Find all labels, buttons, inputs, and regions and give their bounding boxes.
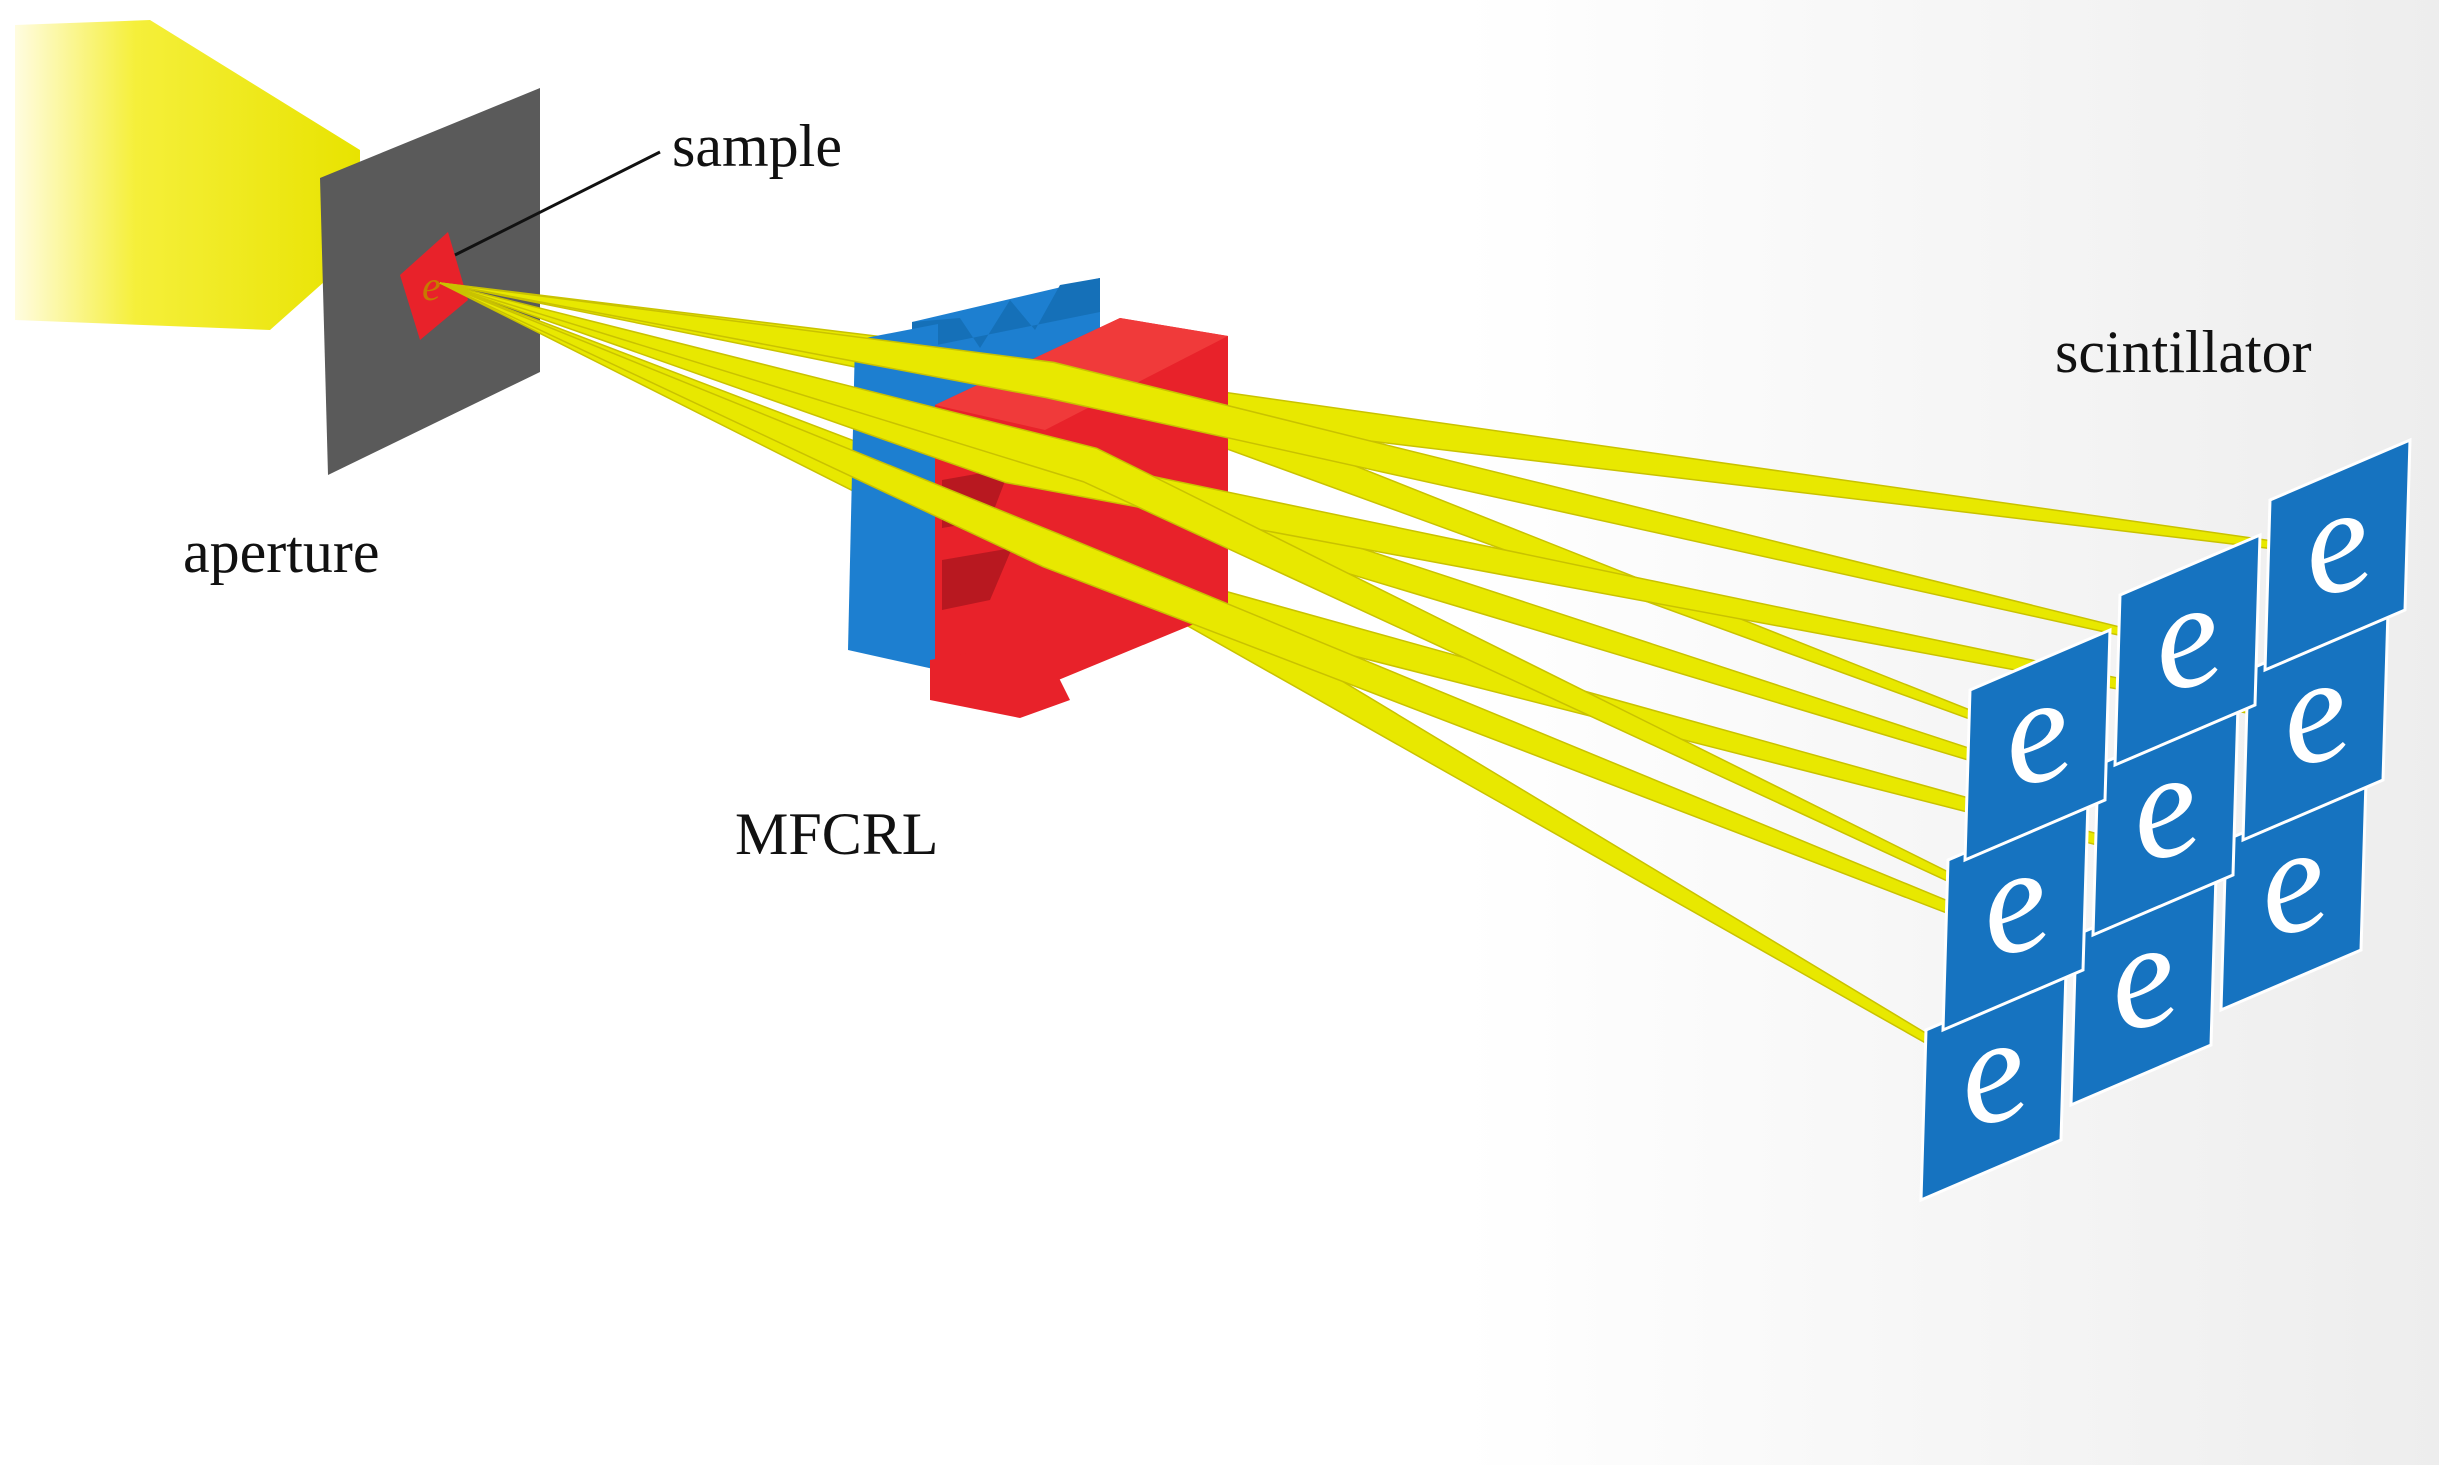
scintillator-tile-4: e: [2241, 607, 2390, 843]
sample-glyph: e: [422, 264, 441, 310]
scintillator-tile-9: e: [1919, 967, 2068, 1203]
scintillator-tile-6: e: [1941, 797, 2090, 1033]
tile-face: [2263, 437, 2412, 673]
tile-face: [2113, 532, 2262, 768]
scintillator-tile-1: e: [2263, 437, 2412, 673]
scintillator-label: scintillator: [2055, 319, 2312, 385]
sample-square: [400, 232, 468, 340]
scintillator-tile-3: e: [1963, 627, 2112, 863]
aperture-label: aperture: [183, 519, 380, 585]
lens-label: MFCRL: [735, 801, 938, 867]
tile-face: [1963, 627, 2112, 863]
lens-red-bottom: [930, 640, 1070, 718]
sample-label: sample: [672, 113, 842, 179]
sample-leader-line: [454, 150, 661, 257]
incoming-beam: [15, 20, 360, 330]
lens-red-notch-2: [942, 548, 1012, 610]
lens-blue-top: [912, 278, 1100, 350]
scintillator-tile-2: e: [2113, 532, 2262, 768]
